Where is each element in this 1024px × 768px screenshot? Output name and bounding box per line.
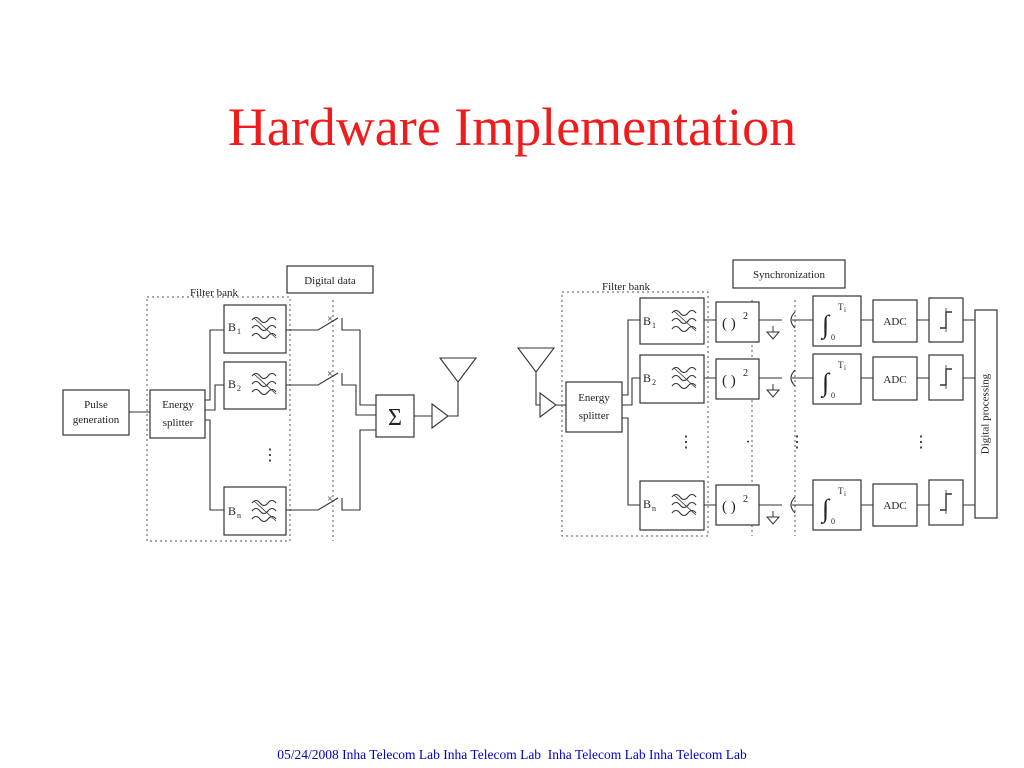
tx-ellipsis: ⋮ [262,447,278,464]
rx-ellipsis-adc: ⋮ [913,434,929,451]
rx-bn-sub: n [652,504,656,513]
svg-text:T: T [838,302,844,312]
tx-antenna-icon [438,357,478,383]
rx-integrator-1: ∫ T i 0 [812,295,862,347]
rx-adc-2: ADC [872,356,918,401]
svg-text:( ): ( ) [722,316,736,332]
pulse-label-line2: generation [73,414,120,426]
rx-ground-icon-1 [766,325,780,340]
tx-splitter-line1: Energy [162,399,194,411]
receiver-diagram: Filter bank Energy splitter B 1 B 2 B n … [516,259,998,537]
rx-adc-n: ADC [872,483,918,527]
svg-text:T: T [838,360,844,370]
svg-text:0: 0 [831,517,835,526]
tx-b1-sub: 1 [237,327,241,336]
svg-text:T: T [838,486,844,496]
tx-switch-wires [286,317,376,511]
rx-amplifier-wire [535,372,566,419]
rx-integrator-2: ∫ T i 0 [812,353,862,405]
slide-title: Hardware Implementation [227,97,797,157]
rx-b1-sub: 1 [652,321,656,330]
tx-wire-branches [205,329,224,511]
rx-wires-chain [704,319,813,506]
tx-b1-label: B [228,320,236,334]
tx-filter-bank-boundary [146,296,291,542]
tx-filter-bn [223,486,287,536]
svg-text:ADC: ADC [883,500,906,512]
rx-filter-bank-label: Filter bank [602,281,650,293]
tx-splitter-line2: splitter [163,417,194,429]
svg-text:i: i [844,306,846,314]
rx-antenna-icon [516,347,556,373]
rx-ground-icon-n [766,510,780,525]
rx-splitter-line1: Energy [578,392,610,404]
tx-amplifier-wire [414,382,459,430]
svg-text:∫: ∫ [820,368,831,398]
svg-text:( ): ( ) [722,373,736,389]
digital-processing-block [974,309,998,519]
tx-switch-mark-2: × [327,369,333,380]
tx-b2-sub: 2 [237,384,241,393]
rx-switch-arcs [790,311,796,514]
svg-text:( ): ( ) [722,499,736,515]
tx-bn-label: B [228,504,236,518]
summer-block [375,394,415,438]
tx-switch-mark-1: × [327,314,333,325]
tx-filter-bank-label: Filter bank [190,287,238,299]
slide-footer: 05/24/2008 Inha Telecom Lab Inha Telecom… [277,747,747,762]
tx-energy-splitter-block [149,389,206,439]
svg-text:2: 2 [743,311,748,322]
svg-text:i: i [844,490,846,498]
rx-ground-icon-2 [766,383,780,398]
pulse-generation-block [62,389,130,436]
digital-data-block [286,265,374,294]
digital-data-label: Digital data [304,275,356,287]
rx-filter-bn [639,480,705,531]
svg-text:2: 2 [743,494,748,505]
tx-bn-sub: n [237,511,241,520]
rx-ellipsis-filters: ⋮ [678,434,694,451]
rx-squarer-2: ( ) 2 [715,358,760,400]
svg-text:ADC: ADC [883,316,906,328]
rx-adc-1: ADC [872,299,918,343]
synchronization-label: Synchronization [753,269,826,281]
digital-processing-label: Digital processing [980,373,992,454]
svg-text:ADC: ADC [883,374,906,386]
rx-b2-sub: 2 [652,378,656,387]
tx-filter-b1 [223,304,287,354]
rx-bn-label: B [643,497,651,511]
svg-text:0: 0 [831,391,835,400]
rx-b2-label: B [643,371,651,385]
rx-wires-int-adc [861,319,975,506]
svg-text:i: i [844,364,846,372]
transmitter-diagram: Filter bank Pulse generation Energy spli… [62,265,478,542]
rx-wire-branches [622,319,640,506]
pulse-label-line1: Pulse [84,399,108,411]
rx-squarer-n: ( ) 2 [715,484,760,526]
rx-b1-label: B [643,314,651,328]
summer-symbol: Σ [388,405,402,431]
tx-switch-mark-n: × [327,494,333,505]
rx-splitter-line2: splitter [579,410,610,422]
svg-text:∫: ∫ [820,494,831,524]
rx-squarer-1: ( ) 2 [715,301,760,343]
rx-energy-splitter-block [565,381,623,433]
tx-b2-label: B [228,377,236,391]
rx-ellipsis-sync: ⋮ [789,434,805,451]
rx-ellipsis-square: · [745,434,750,451]
synchronization-block [732,259,846,289]
svg-text:∫: ∫ [820,310,831,340]
rx-integrator-n: ∫ T i 0 [812,479,862,531]
svg-text:0: 0 [831,333,835,342]
svg-text:2: 2 [743,368,748,379]
rx-filter-b2 [639,354,705,404]
